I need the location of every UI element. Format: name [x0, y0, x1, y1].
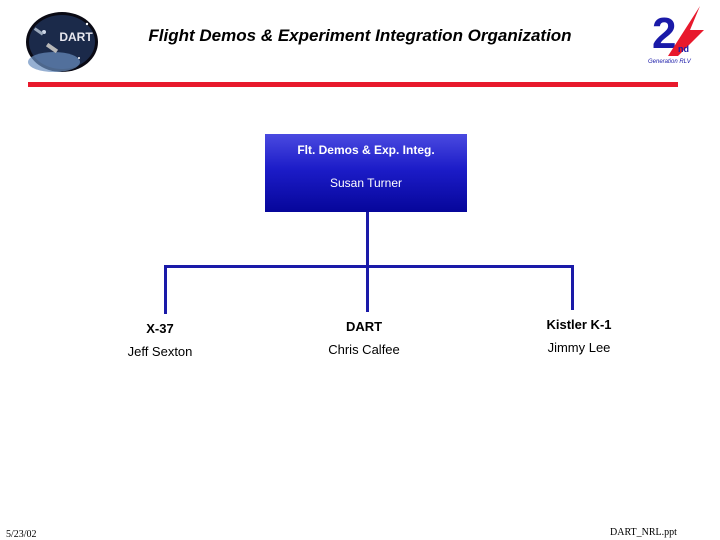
- org-root-person: Susan Turner: [329, 176, 403, 190]
- svg-text:nd: nd: [678, 44, 689, 54]
- svg-text:DART: DART: [59, 30, 93, 44]
- org-child-title: X-37: [146, 321, 174, 336]
- org-child-person: Chris Calfee: [328, 342, 400, 357]
- org-child-title: DART: [345, 319, 383, 334]
- dart-logo: DART: [26, 12, 98, 72]
- page-title: Flight Demos & Experiment Integration Or…: [148, 26, 572, 45]
- footer-date: 5/23/02: [6, 529, 37, 540]
- footer-filename: DART_NRL.ppt: [610, 527, 677, 538]
- svg-text:Generation RLV: Generation RLV: [648, 59, 692, 65]
- org-root-title: Flt. Demos & Exp. Integ.: [297, 143, 435, 157]
- connector-root-down: [366, 212, 369, 268]
- org-child-title: Kistler K-1: [546, 317, 612, 332]
- connector-child-1: [164, 265, 167, 315]
- second-generation-logo: 2 nd Generation RLV: [648, 6, 704, 65]
- connector-child-3: [571, 265, 574, 313]
- org-child-box: X-37 Jeff Sexton: [80, 314, 240, 366]
- org-child-box: DART Chris Calfee: [284, 312, 444, 364]
- org-child-person: Jeff Sexton: [127, 344, 193, 359]
- connector-child-2: [366, 265, 369, 315]
- org-root-box: Flt. Demos & Exp. Integ. Susan Turner: [265, 134, 467, 212]
- connector-horizontal: [164, 265, 574, 268]
- org-child-box: Kistler K-1 Jimmy Lee: [499, 310, 659, 362]
- org-child-person: Jimmy Lee: [547, 340, 611, 355]
- header-divider: [28, 82, 678, 87]
